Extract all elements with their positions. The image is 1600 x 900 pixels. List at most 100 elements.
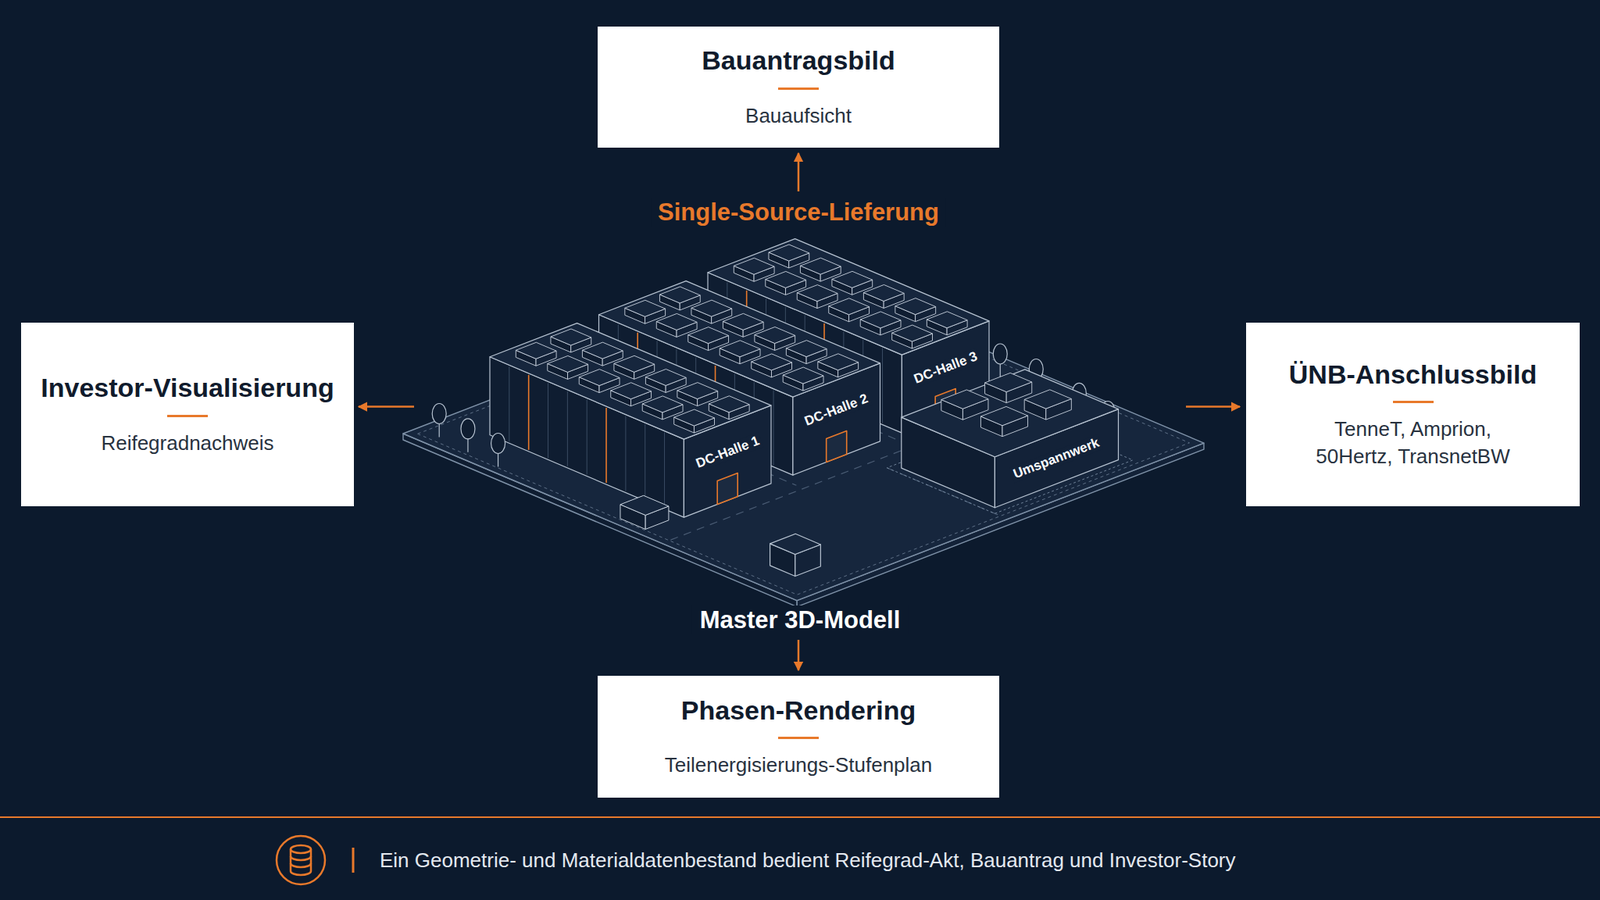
guardhouse-roof	[770, 533, 822, 554]
flow-arrow	[1185, 405, 1240, 408]
accent-bar	[778, 87, 819, 90]
roof-unit-roof	[515, 342, 557, 359]
hall-door	[826, 430, 847, 462]
box-subtitle: Teilenergisierungs-Stufenplan	[664, 751, 933, 779]
roof-unit-roof	[751, 353, 793, 371]
facade-rib	[664, 432, 665, 508]
facade-accent	[605, 407, 608, 483]
roof-unit-roof	[656, 313, 697, 330]
roof-unit-roof	[659, 286, 700, 304]
roof-unit-roof	[863, 284, 904, 301]
roof-unit-roof	[782, 367, 824, 384]
box-title: Investor-Visualisierung	[40, 371, 334, 404]
facade-rib	[567, 391, 568, 467]
hall-label: DC-Halle 2	[800, 389, 873, 430]
transformer-unit-roof	[1024, 389, 1072, 409]
database-rings	[290, 856, 311, 868]
output-box: BauantragsbildBauaufsicht	[597, 26, 1000, 148]
flow-arrow	[797, 153, 800, 192]
transformer-unit-roof	[985, 372, 1033, 392]
roof-unit-roof	[733, 257, 775, 275]
roof-unit-roof	[677, 382, 718, 400]
edge-label: Single-Source-Lieferung	[651, 198, 946, 227]
hall-label: DC-Halle 1	[691, 432, 764, 472]
tree-trunk	[439, 423, 440, 438]
roof-unit-roof	[800, 257, 841, 275]
roof-unit-roof	[817, 353, 859, 371]
hall-label: DC-Halle 3	[909, 347, 982, 388]
output-box: Phasen-RenderingTeilenergisierungs-Stufe…	[597, 675, 1000, 798]
separator-bar	[352, 847, 355, 873]
roof-unit-roof	[754, 326, 796, 343]
box-title: Bauantragsbild	[701, 44, 895, 77]
roof-unit-roof	[688, 327, 729, 344]
roof-unit-roof	[768, 244, 810, 261]
facade-accent	[528, 375, 530, 450]
accent-bar	[778, 736, 819, 740]
hall-door	[717, 472, 738, 504]
footer-caption: Ein Geometrie- und Materialdatenbestand …	[379, 846, 1236, 874]
output-box: Investor-VisualisierungReifegradnachweis	[21, 322, 354, 507]
roof-unit-roof	[828, 298, 870, 315]
transformer-unit-roof	[941, 389, 989, 409]
roof-unit-roof	[614, 355, 655, 372]
accent-bar	[1392, 400, 1434, 404]
flow-arrow	[358, 405, 415, 408]
database-top	[290, 845, 311, 854]
facade-rib	[644, 424, 646, 500]
roof-unit-roof	[892, 325, 933, 342]
box-title: ÜNB-Anschlussbild	[1289, 358, 1537, 391]
footer-rule	[0, 816, 1600, 818]
roof-unit-roof	[796, 285, 838, 302]
roof-unit-roof	[832, 271, 873, 288]
database-body	[290, 849, 311, 875]
roof-unit-roof	[642, 396, 683, 413]
roof-unit-roof	[610, 382, 652, 400]
substation-label: Umspannwerk	[1009, 433, 1104, 483]
tree-canopy	[491, 432, 506, 454]
facade-rib	[773, 390, 775, 466]
tree-canopy	[460, 418, 475, 440]
roof-unit-roof	[645, 368, 686, 386]
roof-unit-roof	[722, 313, 764, 330]
cooling-unit-roof	[620, 495, 669, 515]
facade-rib	[882, 348, 883, 424]
roof-unit-roof	[895, 298, 936, 315]
box-subtitle: Reifegradnachweis	[100, 429, 274, 458]
box-subtitle: TenneT, Amprion, 50Hertz, TransnetBW	[1261, 415, 1565, 471]
roof-unit-roof	[691, 300, 733, 317]
accent-bar	[167, 414, 208, 418]
icon-ring	[276, 835, 325, 885]
roof-unit-roof	[785, 340, 827, 358]
output-box: ÜNB-AnschlussbildTenneT, Amprion, 50Hert…	[1246, 322, 1580, 507]
tree-trunk	[497, 452, 499, 467]
database-icon	[290, 845, 311, 875]
box-title: Master 3D-Modell	[692, 605, 909, 635]
roof-unit-roof	[674, 409, 715, 426]
facade-rib	[547, 382, 549, 458]
box-subtitle: Bauaufsicht	[745, 102, 852, 130]
roof-unit-roof	[860, 311, 901, 329]
roof-unit-roof	[719, 340, 761, 358]
site-drawing	[403, 239, 1204, 608]
dc-hall-1-roof	[489, 323, 772, 440]
roof-unit-roof	[578, 369, 620, 386]
roof-unit-roof	[625, 300, 666, 317]
model-area: Master 3D-Modell	[421, 199, 1179, 635]
roof-unit-roof	[926, 311, 968, 329]
flow-arrow	[797, 639, 800, 671]
facade-rib	[508, 366, 510, 442]
facade-rib	[586, 399, 588, 475]
tree-trunk	[1000, 363, 1001, 378]
tree-canopy	[432, 403, 447, 425]
tree-canopy	[992, 343, 1008, 365]
transformer-unit-roof	[980, 406, 1028, 425]
facade-rib	[625, 416, 626, 492]
box-title: Phasen-Rendering	[681, 694, 916, 727]
roof-unit-roof	[550, 328, 592, 346]
roof-unit-roof	[582, 342, 623, 359]
roof-unit-roof	[547, 355, 589, 372]
tree-trunk	[467, 438, 468, 453]
roof-unit-roof	[708, 396, 750, 413]
